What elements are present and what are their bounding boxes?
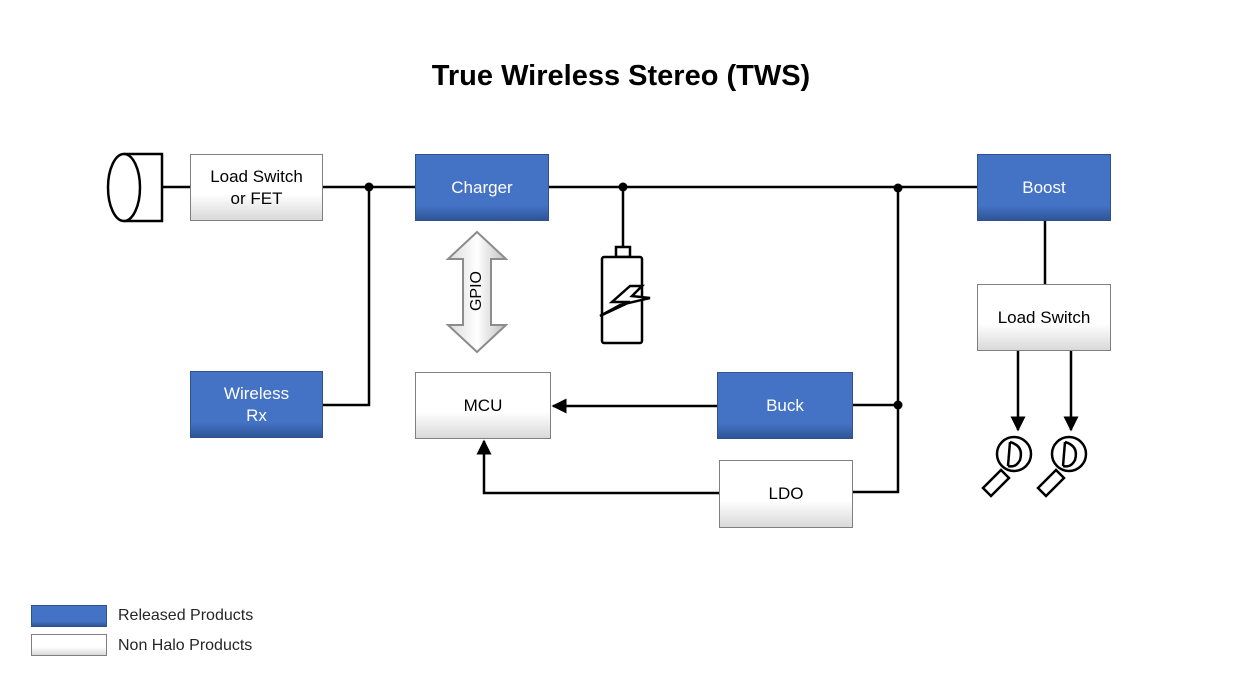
legend-swatch-released xyxy=(31,605,107,627)
mcu-block: MCU xyxy=(415,372,551,439)
wire-bus-ldo xyxy=(853,187,900,494)
earbud-icon xyxy=(1036,435,1088,498)
usb-connector-icon xyxy=(106,152,164,223)
wire-wirelessrx-bus xyxy=(323,187,371,407)
arrow-ldo-mcu xyxy=(476,439,719,495)
gpio-double-arrow-icon xyxy=(445,230,509,354)
ldo-block: LDO xyxy=(719,460,853,528)
legend-swatch-non-halo xyxy=(31,634,107,656)
page-title: True Wireless Stereo (TWS) xyxy=(431,60,811,92)
junction-dot xyxy=(893,400,903,410)
wireless-rx-block: Wireless Rx xyxy=(190,371,323,438)
legend-label-non-halo: Non Halo Products xyxy=(118,637,253,654)
boost-block: Boost xyxy=(977,154,1111,221)
load-switch-block: Load Switch xyxy=(977,284,1111,351)
legend-label-released: Released Products xyxy=(118,607,254,624)
buck-block: Buck xyxy=(717,372,853,439)
battery-icon xyxy=(599,245,651,345)
junction-dot xyxy=(893,183,903,193)
earbud-icon xyxy=(981,435,1033,498)
gpio-label: GPIO xyxy=(468,271,485,312)
junction-dot xyxy=(364,182,374,192)
junction-dot xyxy=(618,182,628,192)
load-switch-fet-block: Load Switch or FET xyxy=(190,154,323,221)
charger-block: Charger xyxy=(415,154,549,221)
